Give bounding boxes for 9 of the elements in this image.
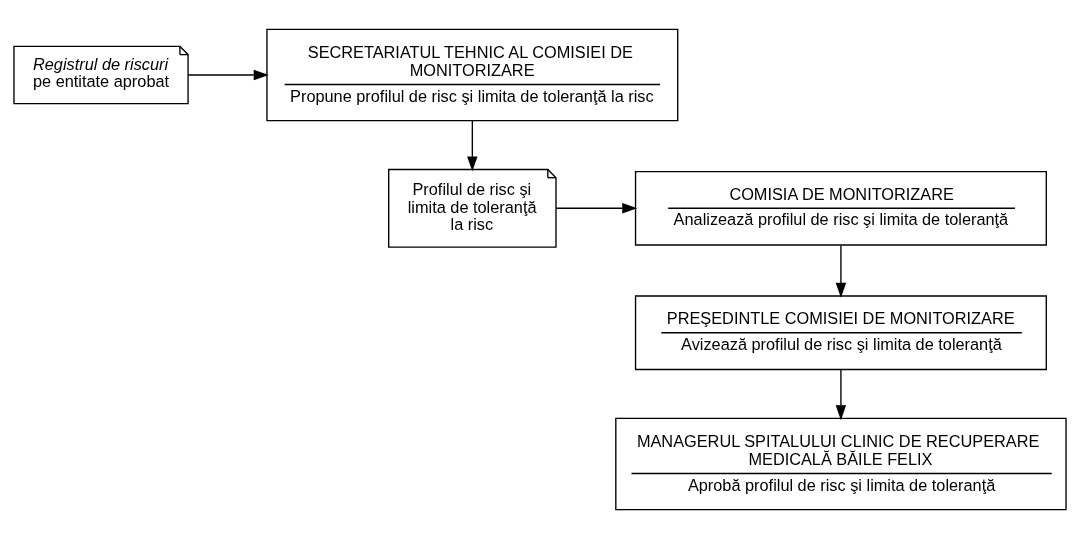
arrow: [467, 119, 478, 171]
arrow: [835, 368, 847, 420]
node-box: SECRETARIATUL TEHNIC AL COMISIEI DE MONITORIZARE Propune profilul de risc şi limita de toleranţă la risc: [266, 28, 679, 121]
arrow: [555, 202, 638, 214]
arrow: [187, 69, 269, 80]
arrow: [835, 244, 847, 298]
node-box: COMISIA DE MONITORIZARE Analizează profilul de risc şi limita de toleranţă: [634, 170, 1047, 246]
node-box: MANAGERUL SPITALULUI CLINIC DE RECUPERARE MEDICALĂ BĂILE FELIX Aprobă profilul de risc şi limita de toleranţă: [615, 417, 1067, 510]
node-box: PREŞEDINTLE COMISIEI DE MONITORIZARE Avizează profilul de risc şi limita de toleranţă: [634, 294, 1047, 370]
